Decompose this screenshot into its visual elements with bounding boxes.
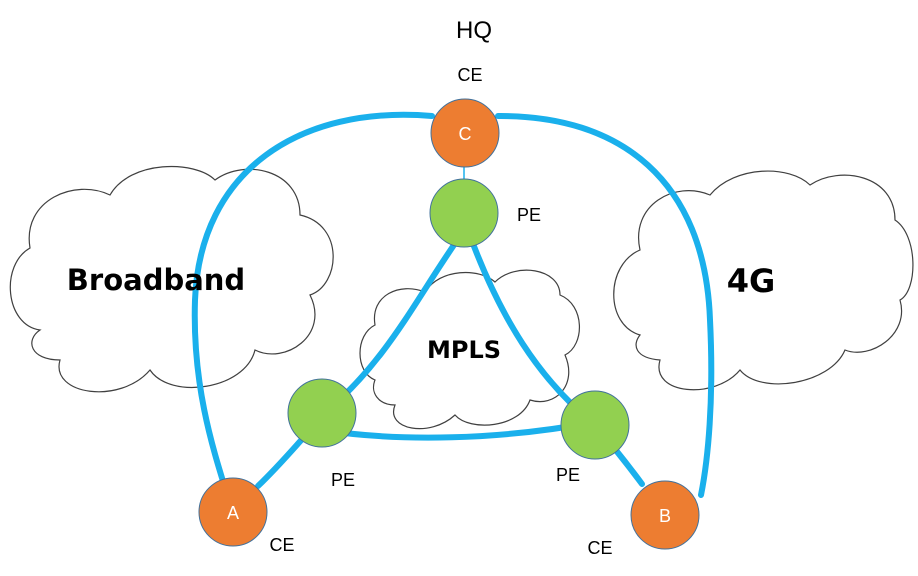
pe-top-node [429,178,499,248]
hq-title: HQ [456,17,492,44]
link-4g-c-b [495,112,715,498]
broadband-cloud [9,165,334,393]
ce-c-label: C [459,124,472,144]
ce-a-role: CE [269,535,294,555]
ce-a-node [198,477,268,547]
pe-right-role: PE [556,465,580,485]
ce-b-node [630,480,700,550]
link-broadband-c-a [191,111,435,510]
ce-a-label: A [227,503,239,523]
ce-b-label: B [659,506,671,526]
pe-right-node [560,390,630,460]
link-pe-left-pe-right [319,419,598,441]
pe-left-node [287,378,357,448]
ce-c-node [430,98,500,168]
mpls-label: MPLS [427,336,501,364]
4g-label: 4G [727,262,776,300]
pe-top-role: PE [517,205,541,225]
broadband-label: Broadband [67,263,245,297]
ce-b-role: CE [587,538,612,558]
pe-left-role: PE [331,470,355,490]
ce-c-role: CE [457,65,482,85]
